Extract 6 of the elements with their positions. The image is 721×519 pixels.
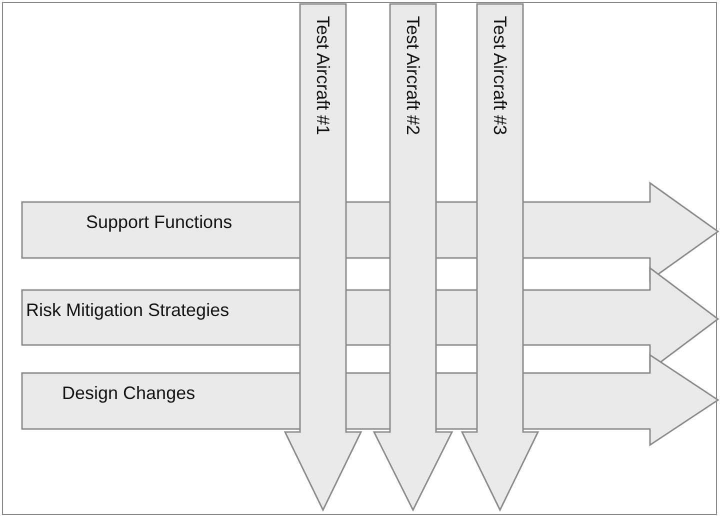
- arrow-label: Support Functions: [86, 212, 232, 233]
- arrow-label: Design Changes: [62, 383, 196, 404]
- arrow-label: Test Aircraft #3: [489, 16, 510, 136]
- arrow-label: Test Aircraft #1: [312, 16, 333, 136]
- arrow-label: Risk Mitigation Strategies: [26, 300, 230, 321]
- arrow-label: Test Aircraft #2: [402, 16, 423, 136]
